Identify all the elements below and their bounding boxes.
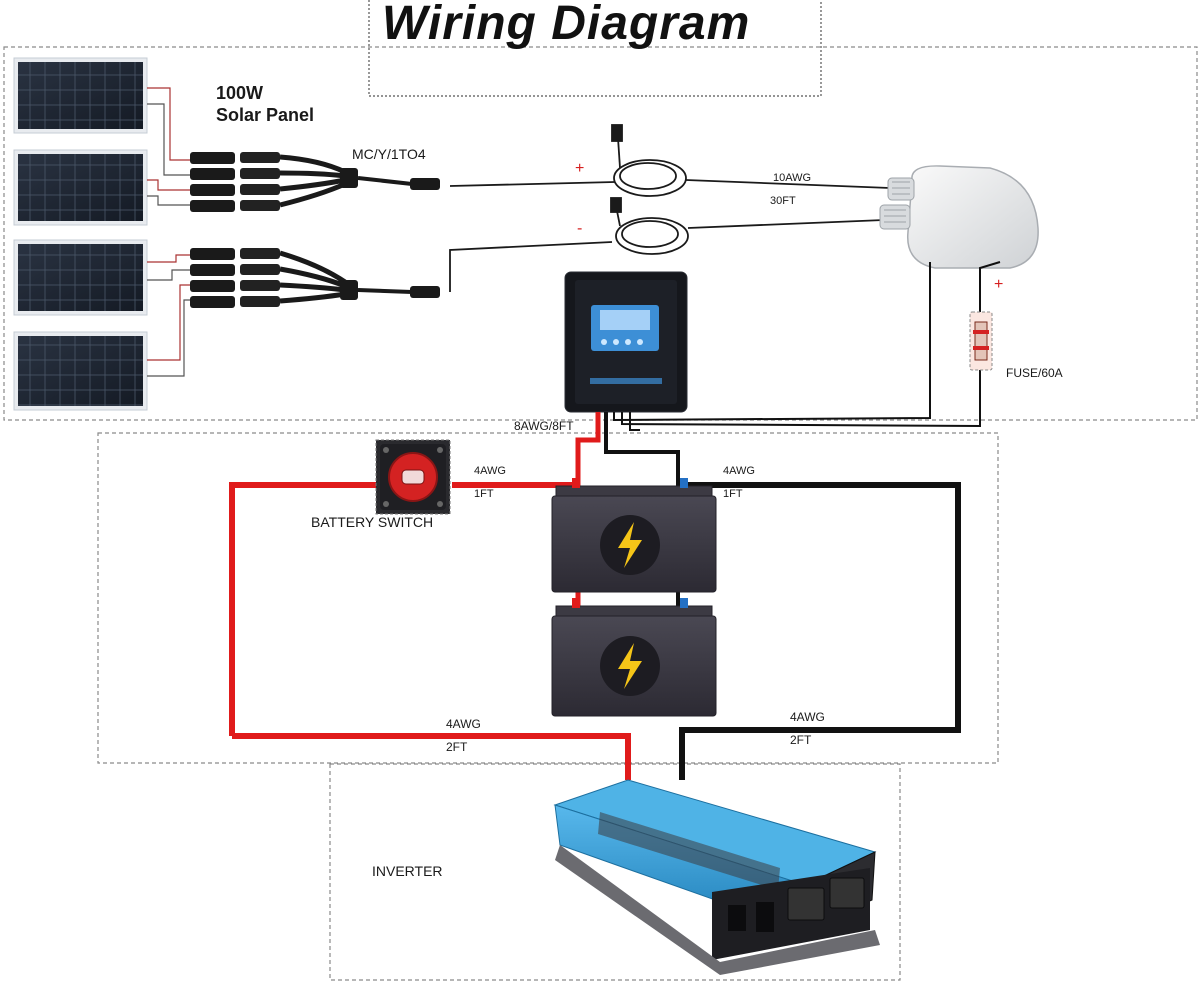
controller-cable-label: 8AWG/8FT	[514, 419, 574, 433]
inverter-negative-gauge: 4AWG	[790, 710, 825, 724]
negative-run	[679, 482, 961, 780]
pv-positive-to-box	[685, 179, 891, 189]
fuse-label: FUSE/60A	[1006, 366, 1063, 380]
title-box	[368, 0, 822, 97]
battery-top	[551, 478, 717, 593]
switch-cable-length: 1FT	[474, 488, 494, 500]
pv-negative-to-box	[687, 219, 885, 229]
solar-panel	[13, 149, 148, 226]
battery-bottom	[551, 598, 717, 717]
solar-region-box	[3, 46, 1198, 421]
branch-connector-bottom	[190, 248, 440, 308]
charge-controller	[564, 271, 688, 413]
diagram-title: Wiring Diagram	[382, 0, 751, 50]
pv-negative-sign: -	[577, 220, 583, 237]
panel-leads	[147, 87, 190, 377]
battery-link-length: 1FT	[723, 488, 743, 500]
pv-cable-gauge: 10AWG	[773, 172, 812, 184]
cable-entry-box	[879, 165, 1039, 269]
solar-panel-wattage: 100W	[216, 83, 264, 103]
battery-region-box	[97, 432, 999, 764]
solar-panel	[13, 331, 148, 411]
inverter	[553, 779, 880, 975]
inverter-positive-length: 2FT	[446, 740, 468, 754]
battery-switch-label: BATTERY SWITCH	[311, 514, 434, 530]
inverter-region-box	[329, 763, 901, 981]
inverter-positive-gauge: 4AWG	[446, 717, 481, 731]
switch-cable-gauge: 4AWG	[474, 465, 506, 477]
pv-positive-sign: +	[575, 160, 585, 177]
battery-link-gauge: 4AWG	[723, 465, 755, 477]
inverter-label: INVERTER	[372, 863, 443, 879]
solar-panel-label: 100W Solar Panel	[216, 82, 314, 126]
pv-negative-line	[449, 241, 613, 292]
battery-switch	[375, 439, 451, 515]
solar-panel-name: Solar Panel	[216, 105, 315, 125]
pv-cable-length: 30FT	[770, 195, 796, 207]
inverter-negative-length: 2FT	[790, 733, 812, 747]
branch-connector-top	[190, 152, 440, 212]
solar-panels	[13, 57, 148, 411]
pv-extension-cables	[449, 124, 891, 292]
positive-run	[229, 482, 631, 780]
fuse	[969, 311, 993, 371]
branch-connector-label: MC/Y/1TO4	[352, 146, 426, 162]
fuse-sign: +	[994, 276, 1004, 293]
solar-panel	[13, 239, 148, 316]
region-boxes	[3, 0, 1198, 981]
solar-panel	[13, 57, 148, 134]
pv-positive-line	[449, 181, 616, 187]
